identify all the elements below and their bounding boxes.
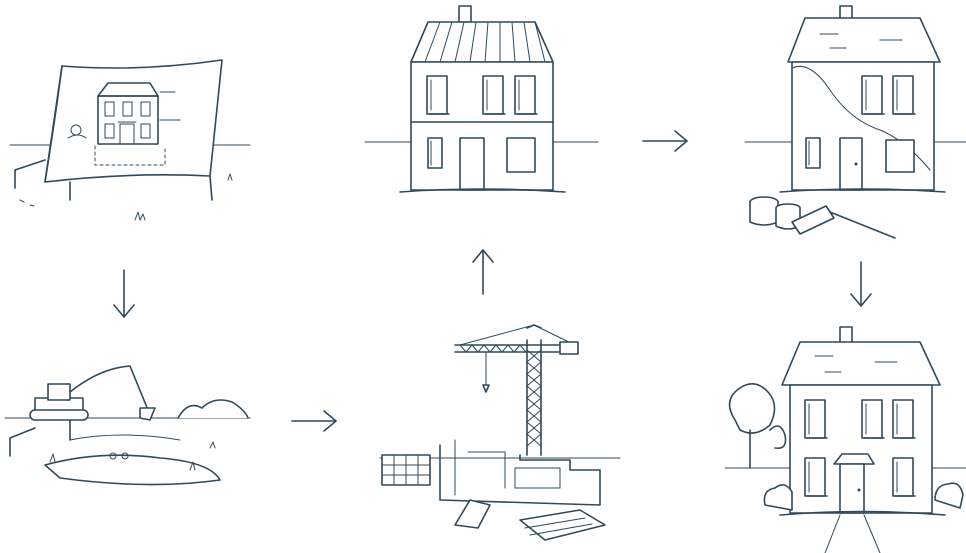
painting-house-icon <box>745 6 966 238</box>
crane-foundation-icon <box>380 325 620 540</box>
arrow-up-icon <box>473 250 493 294</box>
house-frame-icon <box>365 6 598 192</box>
arrow-down-icon <box>114 270 134 317</box>
arrow-down-icon <box>851 262 871 306</box>
finished-house-icon <box>725 327 966 553</box>
arrow-right-icon <box>292 411 336 431</box>
arrow-right-icon <box>643 131 687 151</box>
excavator-icon <box>5 366 250 485</box>
blueprint-plan-icon <box>10 60 250 220</box>
